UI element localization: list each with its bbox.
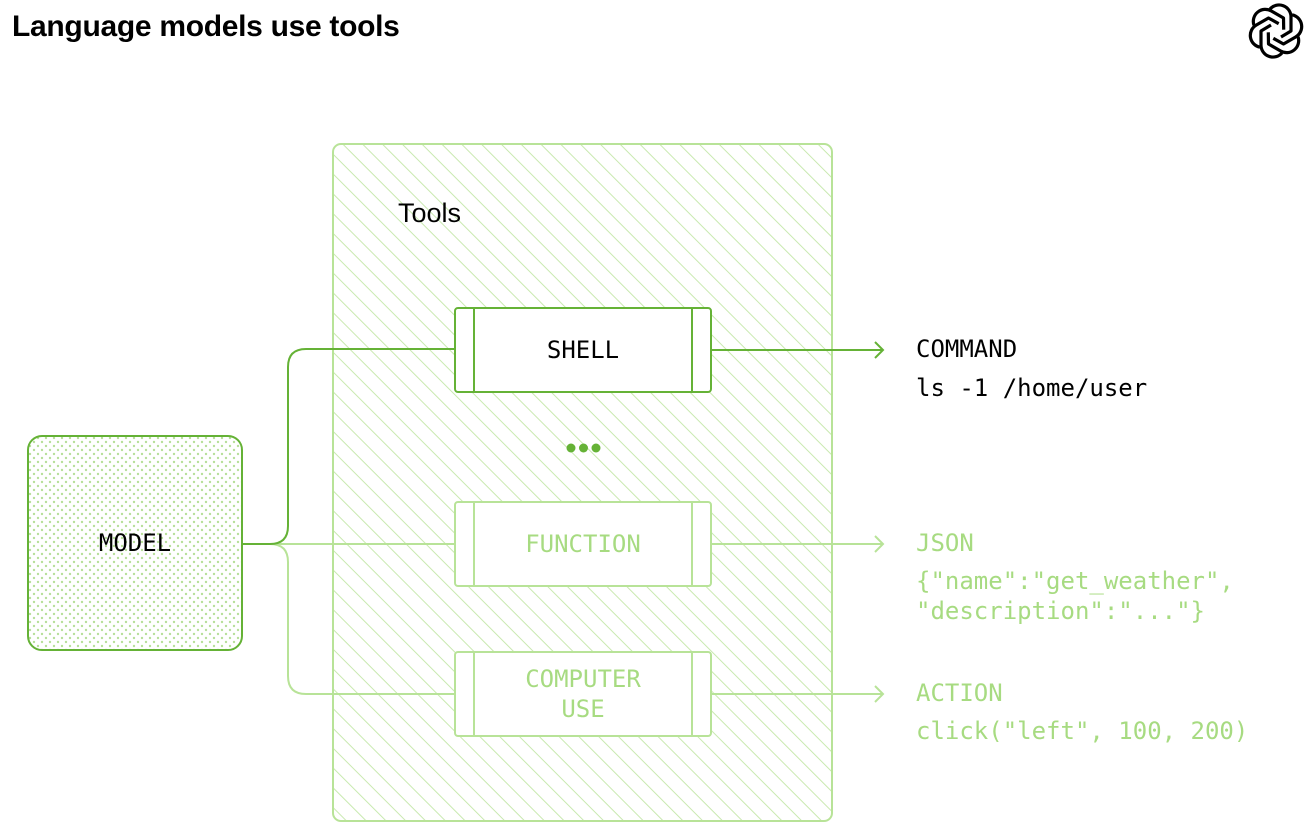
computer-use-output-title: ACTION — [916, 679, 1003, 707]
arrow-computer-use-output — [711, 685, 885, 703]
arrow-shell-output — [711, 341, 885, 359]
function-output-line-2: "description":"..."} — [916, 597, 1205, 625]
computer-use-label-line-1: COMPUTER — [525, 665, 641, 693]
function-label: FUNCTION — [525, 530, 641, 558]
connector-model-shell — [242, 348, 455, 545]
computer-use-output-line-1: click("left", 100, 200) — [916, 717, 1249, 745]
shell-label: SHELL — [546, 336, 620, 364]
shell-output-title: COMMAND — [916, 335, 1018, 363]
arrow-function-output — [711, 535, 885, 553]
page-title: Language models use tools — [12, 10, 400, 43]
function-output-line-1: {"name":"get_weather", — [916, 567, 1234, 595]
shell-output-line-1: ls -1 /home/user — [916, 374, 1148, 402]
ellipsis-dots — [566, 443, 601, 453]
tools-label: Tools — [398, 198, 462, 228]
computer-use-box — [454, 651, 712, 737]
computer-use-label-line-2: USE — [561, 695, 605, 723]
model-label: MODEL — [98, 529, 172, 557]
openai-logo-icon — [1248, 3, 1304, 59]
function-output-title: JSON — [916, 529, 974, 557]
connector-model-computer-use — [242, 543, 455, 695]
